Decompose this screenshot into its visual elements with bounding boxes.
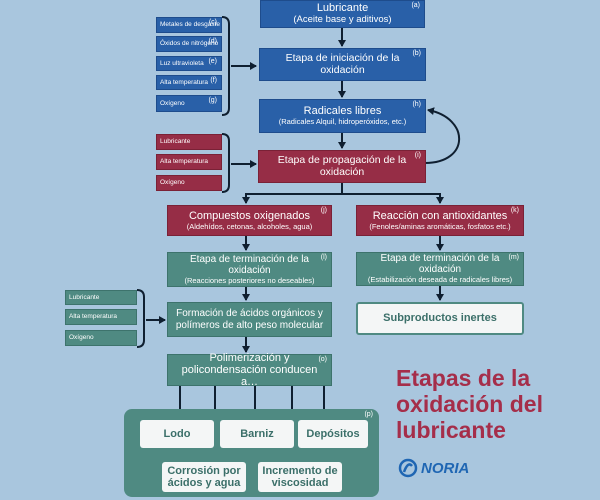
node-subtitle: (Estabilización deseada de radicales lib… <box>367 275 513 285</box>
outcome-corrosion: Corrosión por ácidos y agua <box>162 462 246 492</box>
ref-label: (e) <box>208 58 217 65</box>
outcome-barniz: Barniz <box>220 420 294 448</box>
input-low-oxigeno: Oxígeno <box>65 330 137 346</box>
input-low-alta-temp: Alta temperatura <box>65 309 137 325</box>
node-terminacion-right: (m) Etapa de terminación de la oxidación… <box>356 252 524 286</box>
node-title: Etapa de iniciación de la oxidación <box>285 51 400 76</box>
ref-label: (h) <box>412 101 421 108</box>
input-low-lubricante: Lubricante <box>65 290 137 305</box>
ref-label: (m) <box>508 254 520 261</box>
outcome-label: Barniz <box>240 427 274 440</box>
ref-label: (d) <box>208 38 217 45</box>
node-iniciacion: (b) Etapa de iniciación de la oxidación <box>259 48 426 81</box>
node-title: Subproductos inertes <box>383 312 497 325</box>
node-title: Reacción con antioxidantes <box>372 209 508 222</box>
ref-label: (c) <box>208 19 217 26</box>
ref-label: (g) <box>208 97 217 104</box>
input-label: Alta temperatura <box>160 78 209 86</box>
input-oxidos: (d) Óxidos de nitrógeno <box>156 36 222 52</box>
input-label: Oxígeno <box>160 99 185 107</box>
input-metales: (c) Metales de desgaste <box>156 17 222 33</box>
logo-text: NORIA <box>421 459 470 477</box>
node-subtitle: (Radicales Alquil, hidroperóxidos, etc.) <box>278 117 407 127</box>
input-luz: (e) Luz ultravioleta <box>156 56 222 71</box>
node-propagacion: (i) Etapa de propagación de la oxidación <box>258 150 426 183</box>
ref-label: (l) <box>320 254 327 261</box>
input-label: Oxígeno <box>160 179 185 187</box>
ref-label: (f) <box>210 77 217 84</box>
input-label: Luz ultravioleta <box>160 59 204 67</box>
node-subproductos: Subproductos inertes <box>356 302 524 335</box>
node-subtitle: (Fenoles/aminas aromáticas, fosfatos etc… <box>369 221 511 231</box>
node-title: Compuestos oxigenados <box>188 209 311 222</box>
input-mid-alta-temp: Alta temperatura <box>156 154 222 170</box>
outcome-label: Incremento de viscosidad <box>262 464 338 489</box>
input-label: Lubricante <box>69 293 100 301</box>
ref-label: (k) <box>510 207 519 214</box>
title-line: lubricante <box>396 416 506 443</box>
input-label: Oxígeno <box>69 334 94 342</box>
title-line: oxidación del <box>396 390 543 417</box>
ref-label: (a) <box>411 2 420 9</box>
node-subtitle: (Aceite base y aditivos) <box>293 14 392 26</box>
node-title: Etapa de propagación de la oxidación <box>277 153 407 178</box>
input-oxigeno: (g) Oxígeno <box>156 95 222 112</box>
arrow-feedback-loop <box>424 107 461 164</box>
noria-logo: NORIA <box>398 458 469 478</box>
outcome-label: Lodo <box>163 427 191 440</box>
input-label: Lubricante <box>160 138 191 146</box>
outcome-lodo: Lodo <box>140 420 214 448</box>
diagram-title: Etapas de la oxidación del lubricante <box>396 365 543 443</box>
outcome-viscosidad: Incremento de viscosidad <box>258 462 342 492</box>
input-alta-temp: (f) Alta temperatura <box>156 75 222 90</box>
input-label: Metales de desgaste <box>160 21 220 29</box>
node-formacion: Formación de ácidos orgánicos y polímero… <box>167 302 332 337</box>
bracket-top <box>221 16 230 116</box>
outcome-label: Depósitos <box>306 427 360 440</box>
ref-label: (i) <box>414 152 421 159</box>
outcome-label: Corrosión por ácidos y agua <box>167 464 241 489</box>
node-title: Etapa de terminación de la oxidación <box>380 253 500 276</box>
node-title: Formación de ácidos orgánicos y polímero… <box>175 308 324 331</box>
bracket-low <box>136 289 145 348</box>
node-polimerizacion: (o) Polimerización y policondensación co… <box>167 351 332 389</box>
node-title: Radicales libres <box>303 105 382 118</box>
node-terminacion-left: (l) Etapa de terminación de la oxidación… <box>167 252 332 287</box>
noria-swirl-icon <box>398 458 418 478</box>
input-mid-oxigeno: Oxígeno <box>156 175 222 191</box>
input-label: Alta temperatura <box>160 158 209 166</box>
node-subtitle: (Aldehídos, cetonas, alcoholes, agua) <box>186 221 313 231</box>
node-title: Etapa de terminación de la oxidación <box>190 253 309 276</box>
node-radicales: (h) Radicales libres (Radicales Alquil, … <box>259 99 426 133</box>
outcome-depositos: Depósitos <box>298 420 368 448</box>
title-line: Etapas de la <box>396 365 531 391</box>
arrow-propagacion-reaccion <box>342 193 444 204</box>
node-reaccion: (k) Reacción con antioxidantes (Fenoles/… <box>356 205 524 236</box>
node-compuestos: (j) Compuestos oxigenados (Aldehídos, ce… <box>167 205 332 236</box>
input-label: Óxidos de nitrógeno <box>160 40 219 48</box>
node-title: Polimerización y policondensación conduc… <box>181 351 318 389</box>
ref-label: (b) <box>412 50 421 57</box>
node-lubricante: (a) Lubricante (Aceite base y aditivos) <box>260 0 425 28</box>
ref-label: (p) <box>364 411 373 418</box>
ref-label: (j) <box>320 207 327 214</box>
input-label: Alta temperatura <box>69 313 118 321</box>
node-title: Lubricante <box>316 2 369 15</box>
ref-label: (o) <box>318 356 327 363</box>
arrow-propagacion-compuestos <box>242 183 343 204</box>
input-mid-lubricante: Lubricante <box>156 134 222 150</box>
node-subtitle: (Reacciones posteriores no deseables) <box>184 275 315 285</box>
bracket-mid <box>221 133 230 193</box>
